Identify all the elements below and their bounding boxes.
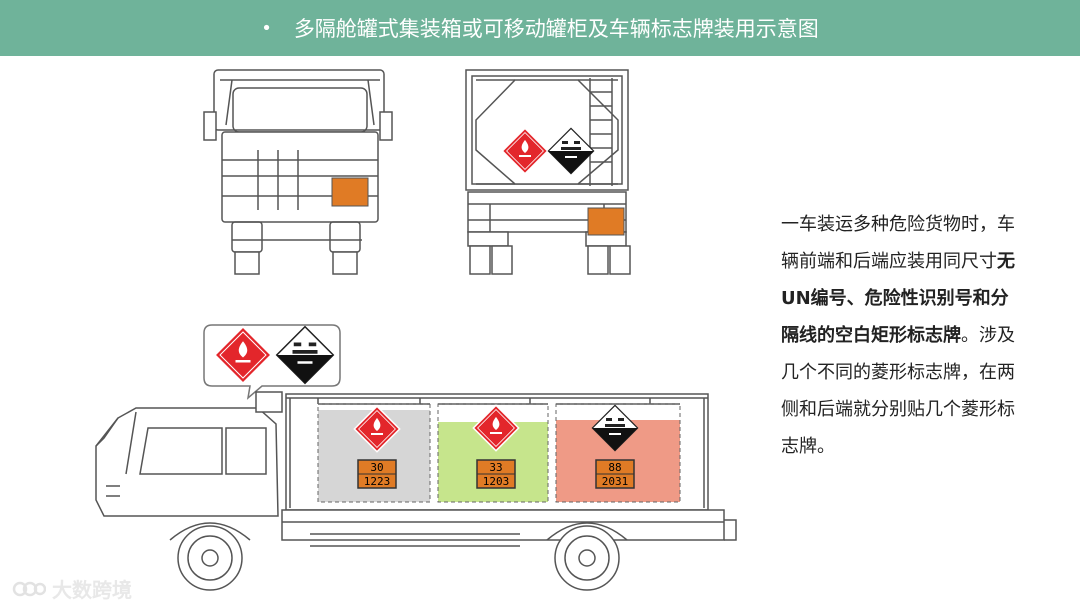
watermark: 大数跨境 bbox=[12, 574, 132, 603]
description-text: 一车装运多种危险货物时，车辆前端和后端应装用同尺寸无UN编号、危险性识别号和分隔… bbox=[781, 206, 1021, 465]
compartment-1-hazard-id: 30 bbox=[370, 461, 383, 474]
description-part1: 一车装运多种危险货物时，车辆前端和后端应装用同尺寸 bbox=[781, 214, 1015, 272]
tank-rear-view bbox=[466, 70, 630, 274]
compartment-3-hazard-id: 88 bbox=[608, 461, 621, 474]
compartment-1-un-number: 1223 bbox=[364, 475, 391, 488]
compartment-3-un-number: 2031 bbox=[602, 475, 629, 488]
watermark-text: 大数跨境 bbox=[52, 574, 132, 603]
rear-orange-plate bbox=[588, 208, 624, 235]
compartment-2-plate: 33 1203 bbox=[477, 460, 515, 488]
watermark-logo-icon bbox=[12, 577, 46, 601]
compartment-2-hazard-id: 33 bbox=[489, 461, 502, 474]
truck-front-view bbox=[204, 70, 392, 274]
placard-callout bbox=[204, 325, 340, 398]
front-orange-plate bbox=[332, 178, 368, 206]
compartment-2-un-number: 1203 bbox=[483, 475, 510, 488]
compartment-3-plate: 88 2031 bbox=[596, 460, 634, 488]
compartment-1-plate: 30 1223 bbox=[358, 460, 396, 488]
